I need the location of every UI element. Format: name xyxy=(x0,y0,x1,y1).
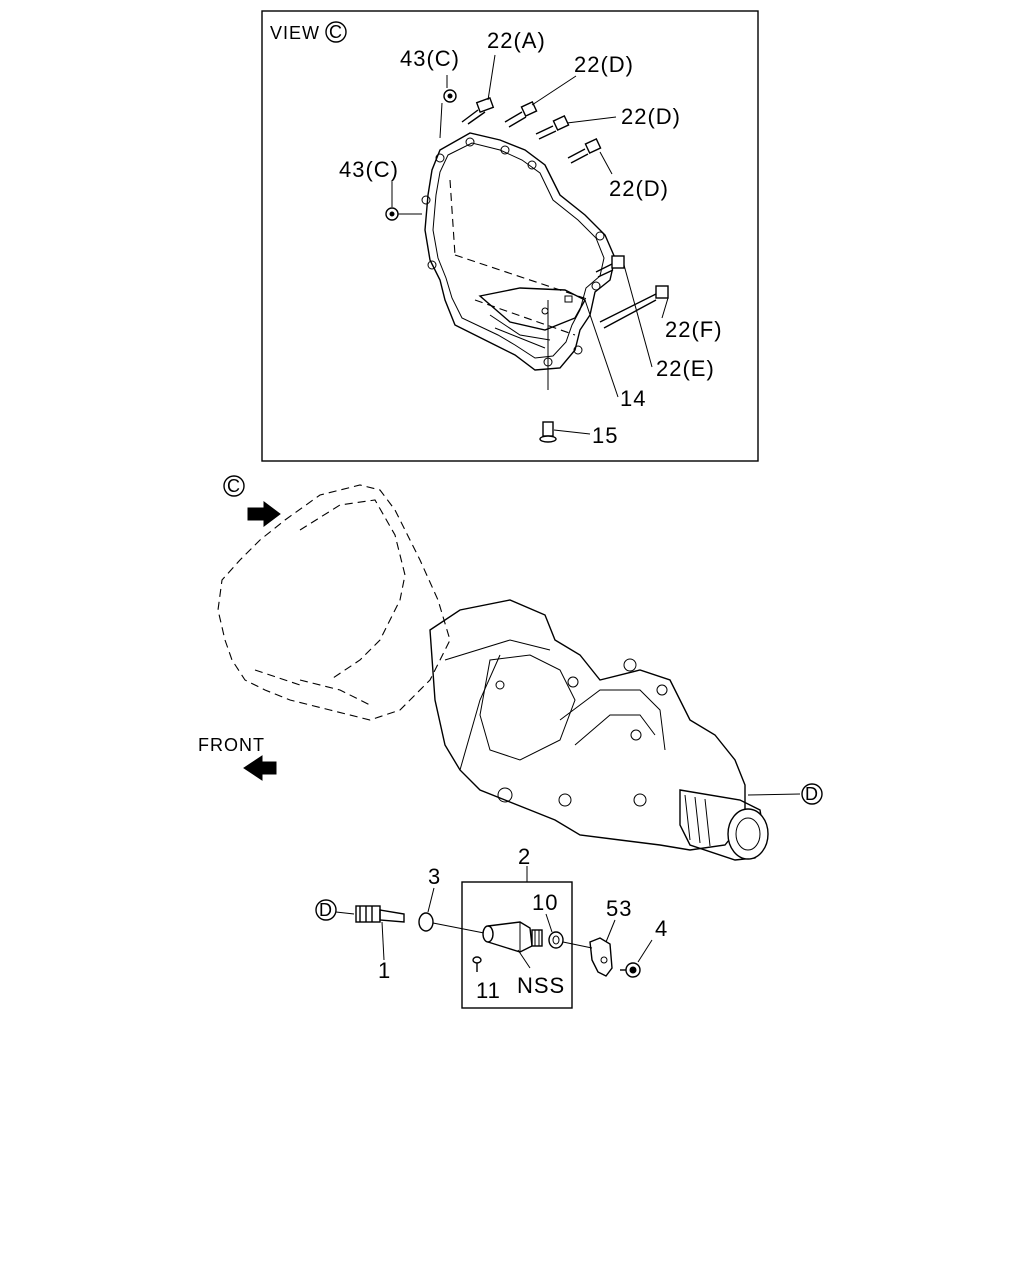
sensor-kit-box xyxy=(461,881,573,1009)
callout-43c-left: 43(C) xyxy=(339,157,399,182)
transmission-assembly: C D FRONT xyxy=(198,475,823,861)
o-ring-3 xyxy=(418,912,434,932)
view-c-frame xyxy=(261,10,759,462)
detail-d-label: D xyxy=(319,900,333,920)
transmission-main-case xyxy=(429,599,746,851)
case-extension-rings xyxy=(559,689,666,751)
callout-14: 14 xyxy=(620,386,646,411)
bracket-hole xyxy=(600,956,608,964)
housing-hidden-line-2 xyxy=(449,179,456,256)
case-bosses xyxy=(495,658,668,807)
bell-housing-inner xyxy=(432,142,605,359)
front-arrow-icon xyxy=(243,755,277,781)
bell-housing-phantom-inner xyxy=(299,499,406,681)
axis-line-bracket xyxy=(562,941,593,949)
housing-bottom-rib xyxy=(489,314,551,349)
leader-1 xyxy=(381,921,385,961)
detail-d-marker: D xyxy=(805,784,819,804)
seal-10 xyxy=(548,931,564,949)
callout-22a: 22(A) xyxy=(487,28,546,53)
view-c-marker-circle xyxy=(223,475,245,497)
speed-sensor-body xyxy=(482,921,543,953)
view-c-leaders xyxy=(391,54,669,435)
leader-3 xyxy=(427,887,435,913)
bolt-22f xyxy=(599,285,669,329)
axis-line-3 xyxy=(432,922,485,934)
nut-43c-left xyxy=(385,207,399,221)
case-flange-line xyxy=(444,639,551,771)
callout-4: 4 xyxy=(655,916,668,941)
cover-plate-14 xyxy=(478,287,586,390)
speedometer-detail: D 1 3 2 10 xyxy=(315,844,668,1009)
detail-d-leader-line xyxy=(335,911,355,915)
bolt-15 xyxy=(539,421,557,443)
callout-15: 15 xyxy=(592,423,618,448)
bell-housing-outline xyxy=(424,132,616,371)
view-c-title: VIEW xyxy=(270,23,320,43)
callout-2: 2 xyxy=(518,844,531,869)
leader-4 xyxy=(637,939,653,963)
view-c-arrow-icon xyxy=(247,501,281,527)
callout-nss: NSS xyxy=(517,973,565,998)
bolt-22e xyxy=(595,255,625,278)
view-c-symbol-circle xyxy=(325,21,347,43)
nut-43c-top xyxy=(443,89,457,103)
callout-11: 11 xyxy=(476,978,501,1003)
detail-d-leader xyxy=(747,793,801,796)
bell-housing-phantom xyxy=(217,484,451,721)
housing-bolt-holes xyxy=(421,137,605,367)
driven-gear-1 xyxy=(355,905,405,923)
callout-22d-3: 22(D) xyxy=(609,176,669,201)
housing-hidden-line-1 xyxy=(454,254,591,301)
bolt-22d-3 xyxy=(567,138,602,164)
view-c-symbol: C xyxy=(329,22,343,42)
front-label: FRONT xyxy=(198,735,265,755)
callout-22d-2: 22(D) xyxy=(621,104,681,129)
bracket-53 xyxy=(589,937,613,977)
leader-53 xyxy=(605,919,616,943)
callout-1: 1 xyxy=(378,958,391,983)
callout-22f: 22(F) xyxy=(665,317,723,342)
detail-d-marker-circle xyxy=(801,783,823,805)
view-c-inset: VIEW C xyxy=(261,10,759,462)
screw-11 xyxy=(472,956,482,972)
callout-53: 53 xyxy=(606,896,632,921)
leader-nss xyxy=(517,949,531,969)
callout-3: 3 xyxy=(428,864,441,889)
leader-10 xyxy=(545,913,553,933)
bolt-22d-1 xyxy=(504,101,538,128)
view-c-marker: C xyxy=(227,476,241,496)
bell-housing-phantom-rib xyxy=(254,669,371,706)
callout-22e: 22(E) xyxy=(656,356,715,381)
detail-d-circle xyxy=(315,899,337,921)
callout-22d-1: 22(D) xyxy=(574,52,634,77)
callout-43c-top: 43(C) xyxy=(400,46,460,71)
tail-shaft xyxy=(679,789,769,861)
callout-10: 10 xyxy=(532,890,558,915)
bolt-4 xyxy=(620,962,641,978)
bolt-22d-2 xyxy=(535,115,570,140)
case-ribs xyxy=(479,654,576,761)
bolt-22a xyxy=(461,97,495,125)
